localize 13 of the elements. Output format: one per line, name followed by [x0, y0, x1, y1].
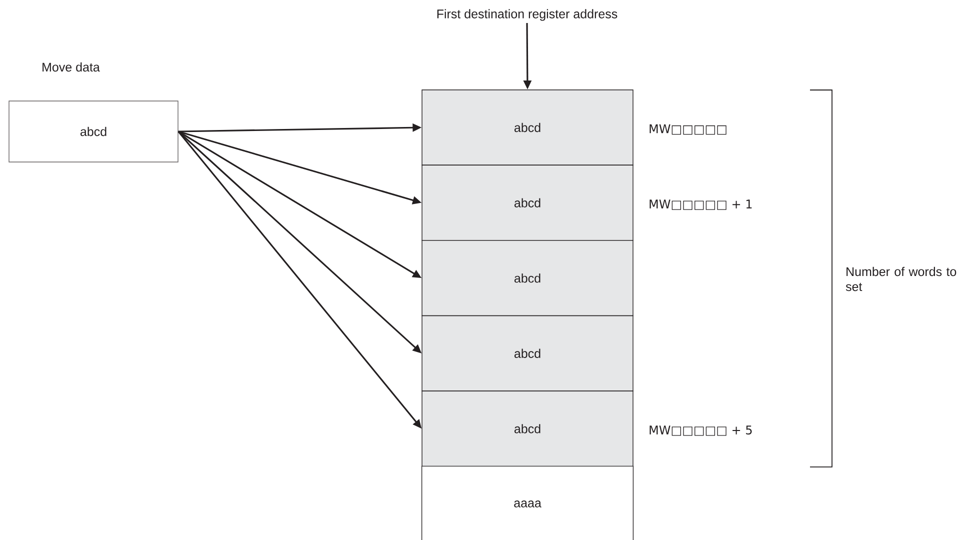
address-label: MW□□□□□ [650, 124, 726, 135]
register-cell: abcd [422, 90, 634, 166]
register-cell: abcd [422, 315, 634, 392]
register-cell: abcd [422, 390, 634, 467]
bracket-label: Number of words to set [846, 266, 956, 292]
address-label: MW□□□□□ + 1 [650, 200, 752, 210]
section-label: Move data [42, 62, 100, 72]
heading-text: First destination register address [437, 9, 618, 21]
register-cell: aaaa [421, 466, 634, 540]
address-label: MW□□□□□ + 5 [650, 426, 752, 436]
data-box: abcd [8, 100, 178, 162]
register-cell: abcd [422, 240, 634, 316]
register-cell: abcd [422, 164, 634, 241]
